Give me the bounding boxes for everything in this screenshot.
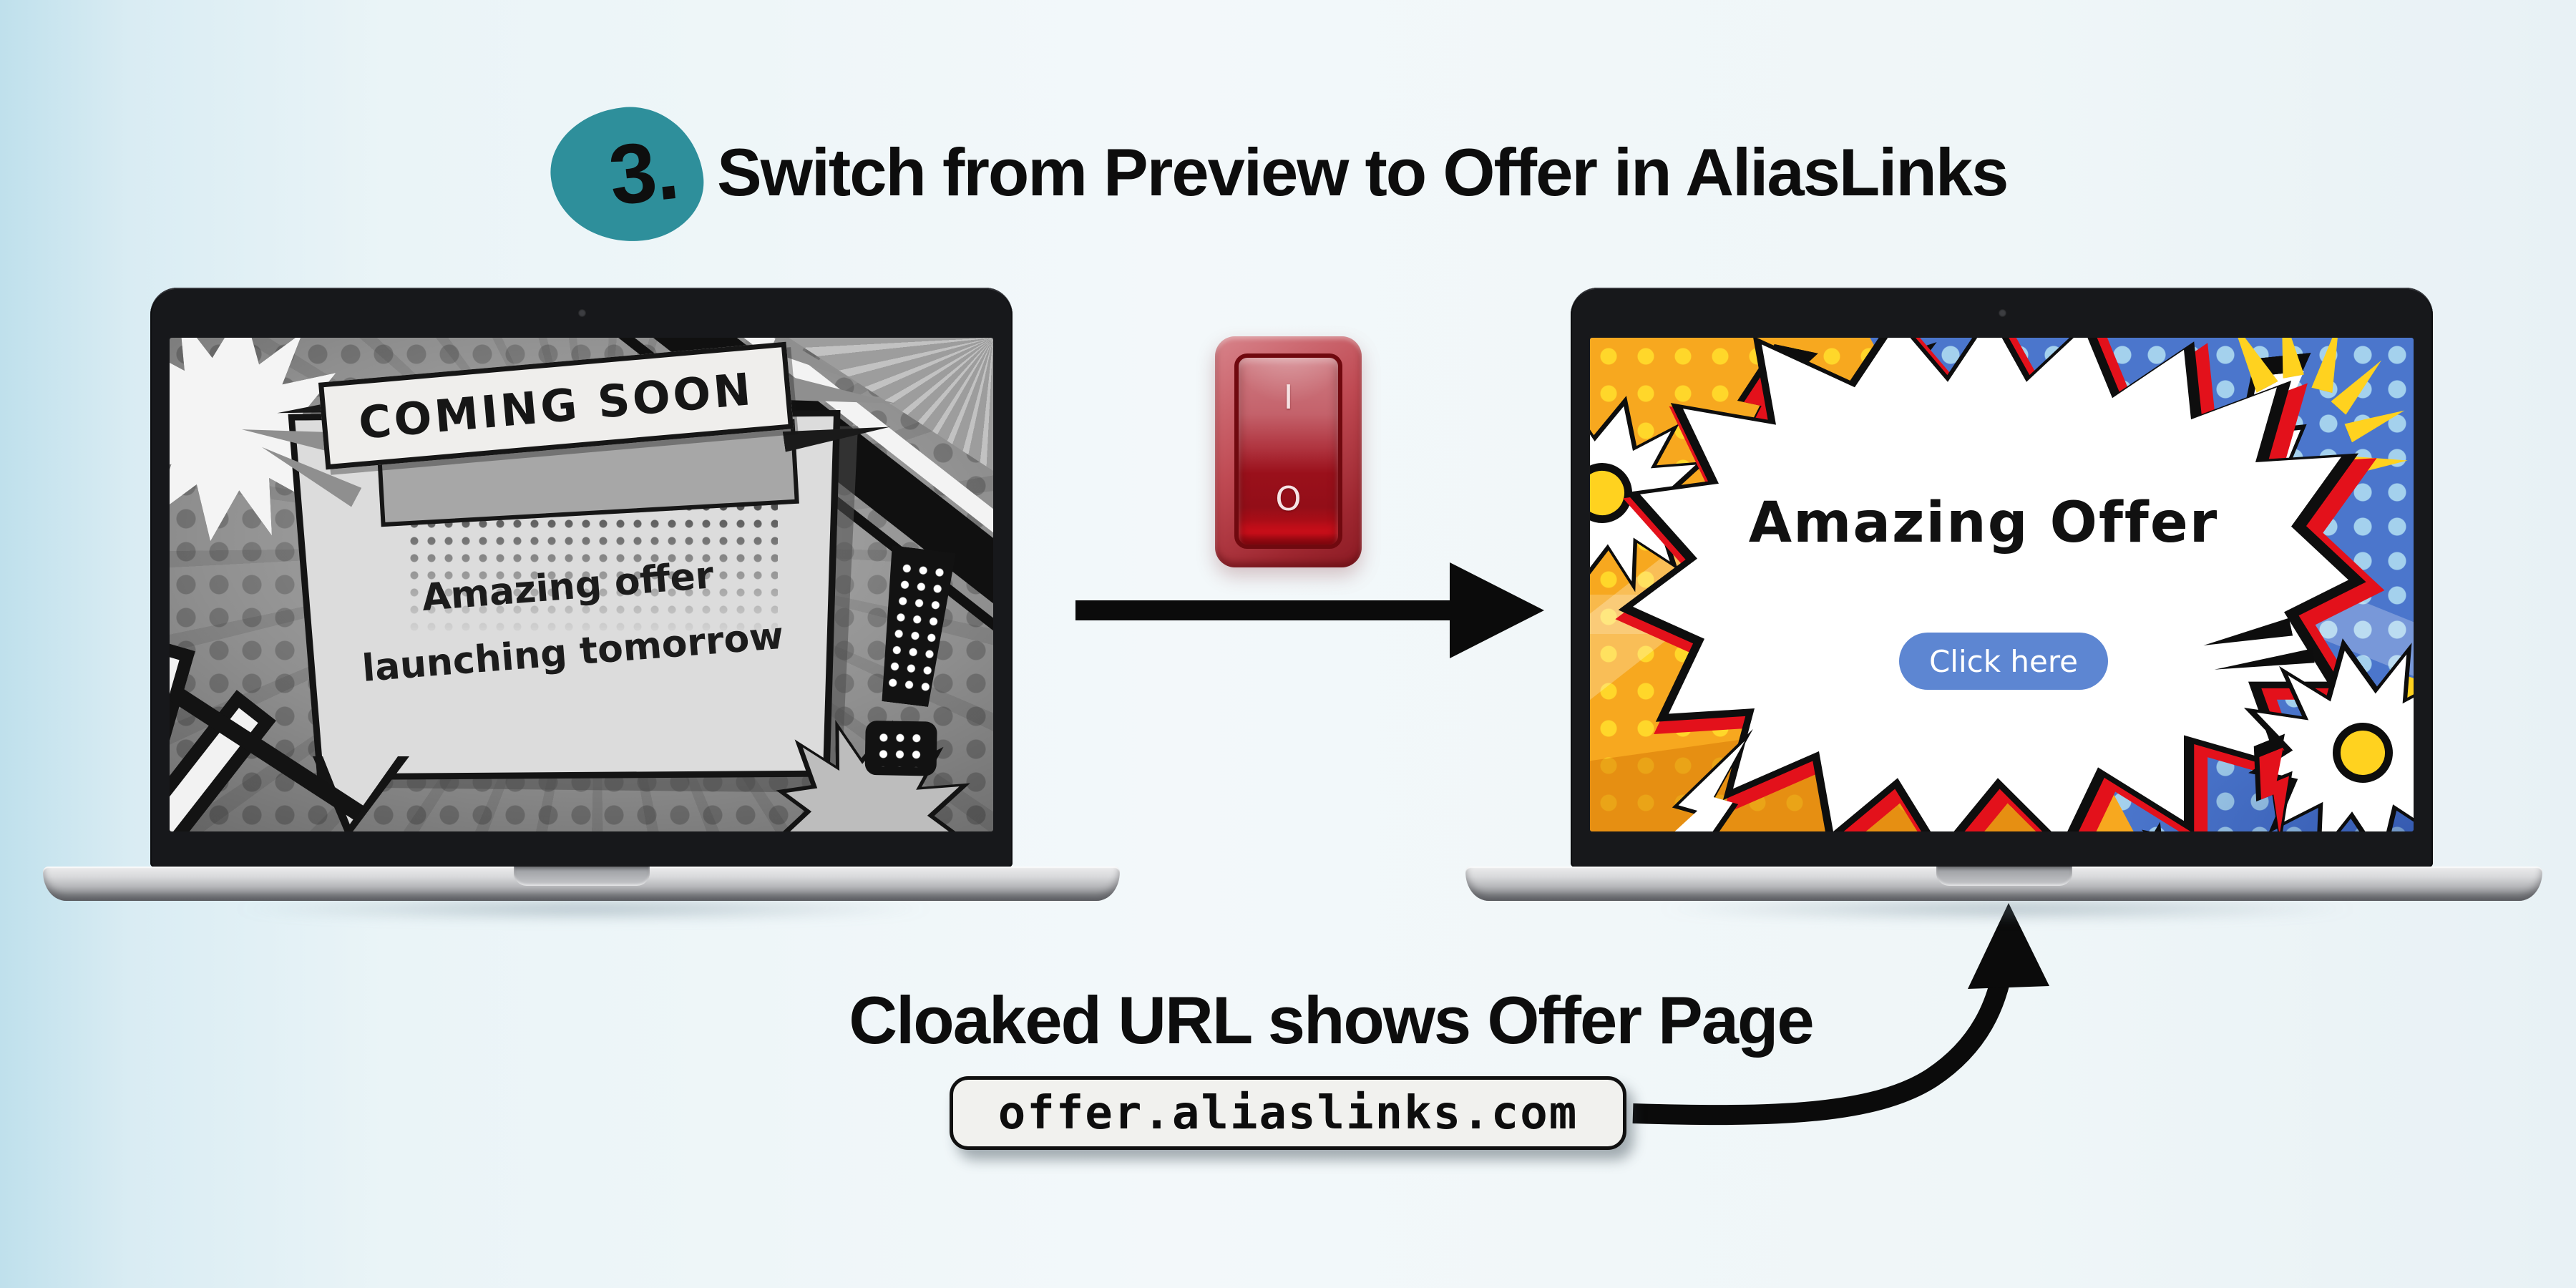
- power-switch[interactable]: I O: [1215, 336, 1362, 567]
- url-chip: offer.aliaslinks.com: [950, 1076, 1626, 1150]
- step-title: Switch from Preview to Offer in AliasLin…: [717, 135, 2009, 210]
- preview-screen-art: COMING SOON Amazing offer launching tomo…: [170, 338, 993, 831]
- switch-off-label: O: [1275, 479, 1302, 518]
- offer-laptop-screen: Amazing Offer Click here: [1571, 288, 2433, 867]
- url-text: offer.aliaslinks.com: [997, 1086, 1579, 1140]
- laptop-notch: [513, 867, 650, 886]
- step-badge: 3.: [544, 99, 710, 250]
- switch-on-label: I: [1283, 378, 1294, 416]
- camera-icon: [577, 309, 586, 317]
- preview-laptop-screen: COMING SOON Amazing offer launching tomo…: [150, 288, 1013, 867]
- caption-text: Cloaked URL shows Offer Page: [849, 982, 1814, 1058]
- switch-rocker: I O: [1234, 353, 1342, 549]
- offer-screen-art: Amazing Offer Click here: [1590, 338, 2414, 831]
- preview-laptop-base: [43, 867, 1120, 901]
- click-here-label: Click here: [1928, 643, 2079, 679]
- offer-headline: Amazing Offer: [1748, 491, 2219, 555]
- offer-laptop-base: [1465, 867, 2542, 901]
- comic-burst: Amazing Offer Click here: [1615, 338, 2385, 831]
- click-here-button[interactable]: Click here: [1899, 633, 2108, 690]
- laptop-notch: [1936, 867, 2072, 886]
- camera-icon: [1998, 309, 2006, 317]
- step-number: 3.: [605, 122, 682, 224]
- right-arrow-icon: [1075, 562, 1544, 658]
- coming-soon-text: COMING SOON: [356, 362, 756, 449]
